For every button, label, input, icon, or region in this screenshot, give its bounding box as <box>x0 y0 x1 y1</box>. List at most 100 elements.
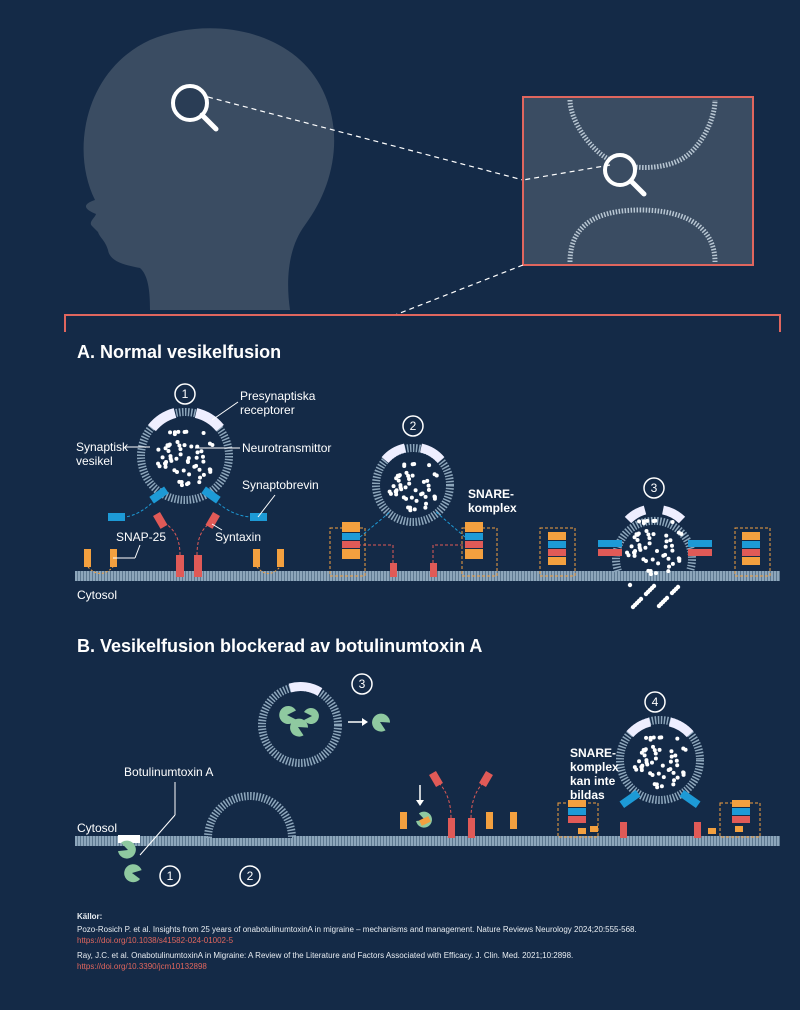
neurotransmitter-dot <box>677 558 682 563</box>
source-1-link[interactable]: https://doi.org/10.1038/s41582-024-01002… <box>77 936 234 945</box>
neurotransmitter-dot <box>681 746 686 751</box>
neurotransmitter-dot <box>396 478 401 483</box>
neurotransmitter-dot <box>424 501 429 506</box>
neurotransmitter-dot <box>186 456 191 461</box>
vesicle-b4 <box>557 716 761 838</box>
neurotransmitter-dot <box>656 561 661 566</box>
section-a-title: A. Normal vesikelfusion <box>77 342 281 362</box>
neurotransmitter-dot <box>670 561 675 566</box>
neurotransmitter-dot <box>666 556 671 561</box>
neurotransmitter-dot <box>643 559 648 564</box>
neurotransmitter-dot <box>407 476 412 481</box>
neurotransmitter-dot <box>661 775 666 780</box>
neurotransmitter-dot <box>199 449 204 454</box>
fused-vesicle <box>539 505 771 610</box>
neurotransmitter-dot <box>647 536 652 541</box>
toxin-vesicle <box>258 683 342 767</box>
neurotransmitter-dot <box>164 460 169 465</box>
neurotransmitter-dot <box>657 747 662 752</box>
neurotransmitter-dot <box>168 430 173 435</box>
neurotransmitter-dot <box>670 520 675 525</box>
neurotransmitter-dot <box>644 760 649 765</box>
neurotransmitter-dot <box>192 464 197 469</box>
neurotransmitter-dot <box>671 770 676 775</box>
source-2-text: Ray, J.C. et al. OnabotulinumtoxinA in M… <box>77 951 573 960</box>
neurotransmitter-dot <box>629 544 634 549</box>
neurotransmitter-dot <box>200 454 205 459</box>
neurotransmitter-dot <box>201 431 206 436</box>
neurotransmitter-dot <box>651 744 656 749</box>
neurotransmitter-dot <box>654 782 659 787</box>
label-komplex-a: komplex <box>468 501 517 515</box>
neurotransmitter-dot <box>642 753 647 758</box>
neurotransmitter-dot <box>177 443 182 448</box>
neurotransmitter-dot <box>644 528 649 533</box>
neurotransmitter-dot <box>178 447 183 452</box>
neurotransmitter-dot <box>174 470 179 475</box>
neurotransmitter-dot <box>659 784 664 789</box>
neurotransmitter-dot <box>410 473 415 478</box>
neurotransmitter-dot <box>655 785 660 790</box>
neurotransmitter-dot <box>651 518 656 523</box>
neurotransmitter-dot <box>674 758 679 763</box>
neurotransmitter-dot <box>187 472 192 477</box>
neurotransmitter-dot <box>669 543 674 548</box>
neurotransmitter-dot <box>676 530 681 535</box>
neurotransmitter-dot <box>412 507 417 512</box>
neurotransmitter-dot <box>644 735 649 740</box>
source-2-link[interactable]: https://doi.org/10.3390/jcm10132898 <box>77 962 207 971</box>
neurotransmitter-dot <box>651 532 656 537</box>
neurotransmitter-dot <box>675 763 680 768</box>
neurotransmitter-dot <box>423 494 428 499</box>
zoom-line <box>207 96 524 181</box>
neurotransmitter-dot <box>182 443 187 448</box>
neurotransmitter-dot <box>637 545 642 550</box>
botulinum-toxin-icon <box>416 811 432 828</box>
neurotransmitter-dot <box>667 564 672 569</box>
neurotransmitter-dot <box>178 452 183 457</box>
neurotransmitter-dot <box>172 430 177 435</box>
neurotransmitter-dot <box>404 470 409 475</box>
botulinum-toxin-icon <box>304 708 319 724</box>
neurotransmitter-dot <box>650 772 655 777</box>
neurotransmitter-dot <box>410 462 415 467</box>
neurotransmitter-dot <box>656 771 661 776</box>
cleaved-snare-b3 <box>400 770 517 838</box>
neurotransmitter-dot <box>182 429 187 434</box>
step-b-4: 4 <box>652 695 659 709</box>
neurotransmitter-dot <box>668 759 673 764</box>
neurotransmitter-dot <box>668 538 673 543</box>
neurotransmitter-dot <box>633 549 638 554</box>
neurotransmitter-dot <box>651 735 656 740</box>
cytosol-label-a: Cytosol <box>77 588 117 602</box>
neurotransmitter-dot <box>666 767 671 772</box>
neurotransmitter-dot <box>189 444 194 449</box>
head-silhouette <box>83 28 335 310</box>
neurotransmitter-dot <box>648 569 653 574</box>
neurotransmitter-dot <box>649 760 654 765</box>
neurotransmitter-dot <box>653 756 658 761</box>
label-neurotransmitter: Neurotransmittor <box>242 441 331 455</box>
neurotransmitter-dot <box>413 488 418 493</box>
neurotransmitter-dot <box>426 487 431 492</box>
released-neurotransmitter-dot <box>643 591 649 597</box>
neurotransmitter-dot <box>640 763 645 768</box>
neurotransmitter-dot <box>179 483 184 488</box>
neurotransmitter-dot <box>653 751 658 756</box>
section-bracket <box>64 314 781 332</box>
neurotransmitter-dot <box>160 455 165 460</box>
neurotransmitter-dot <box>163 464 168 469</box>
magnifier-icon <box>171 84 219 132</box>
neurotransmitter-dot <box>406 473 411 478</box>
neurotransmitter-dot <box>404 496 409 501</box>
neurotransmitter-dot <box>670 548 675 553</box>
neurotransmitter-dot <box>166 448 171 453</box>
neurotransmitter-dot <box>643 545 648 550</box>
released-neurotransmitter-dot <box>669 590 675 596</box>
label-kan-inte: kan inte <box>570 774 616 788</box>
neurotransmitter-dot <box>666 569 671 574</box>
neurotransmitter-dot <box>186 481 191 486</box>
neurotransmitter-dot <box>637 519 642 524</box>
neurotransmitter-dot <box>654 571 659 576</box>
